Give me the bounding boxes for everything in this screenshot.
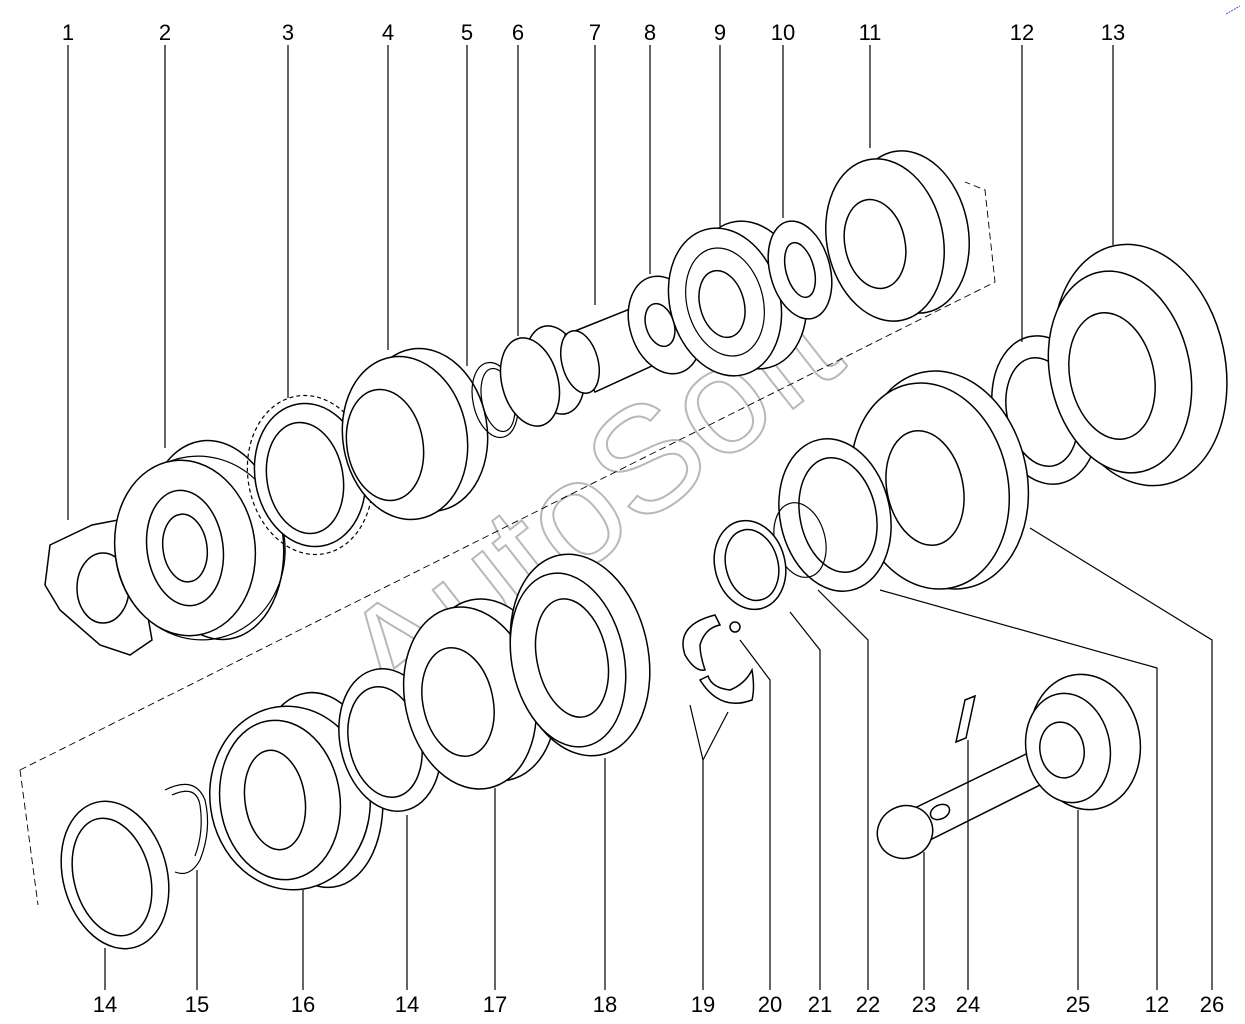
part-12-synchro-ring-center [778,438,892,592]
callout-17: 17 [483,992,507,1017]
callouts-top: 1 2 3 4 5 6 7 8 9 10 11 12 13 [62,20,1125,45]
part-25-reverse-gear [1024,673,1142,811]
callout-1: 1 [62,20,74,45]
part-24-roll-pin [954,694,977,744]
callout-23: 23 [912,992,936,1017]
callout-6: 6 [512,20,524,45]
callout-11: 11 [859,20,882,45]
part-16-synchro-sleeve [209,691,384,891]
callout-7: 7 [589,20,601,45]
part-14-synchro-ring-left [60,800,170,950]
callout-14: 14 [93,992,117,1017]
callout-5: 5 [461,20,473,45]
callout-12-bottom: 12 [1145,992,1169,1017]
callout-9: 9 [714,20,726,45]
callout-18: 18 [593,992,617,1017]
callout-3: 3 [282,20,294,45]
callout-25: 25 [1066,992,1090,1017]
callout-15: 15 [185,992,209,1017]
part-6-needle-bearing [499,325,586,427]
callout-2: 2 [159,20,171,45]
callout-4: 4 [382,20,394,45]
part-10-washer [767,220,833,320]
corner-mark [1225,5,1241,15]
callout-10: 10 [771,20,795,45]
assembly-boundary [19,181,996,906]
callout-22: 22 [856,992,880,1017]
callout-24: 24 [956,992,980,1017]
part-3-synchro-ring [246,394,374,556]
part-13-large-gear [1047,243,1228,487]
part-19-half-washers [682,614,755,704]
part-15-spring-clip [164,783,209,875]
callout-19: 19 [691,992,715,1017]
part-11-helical-gear [825,150,970,322]
part-18-large-gear [509,553,651,757]
part-21-thrust-washer [713,519,787,611]
part-20-ball [729,621,741,633]
callout-12: 12 [1010,20,1034,45]
callout-13: 13 [1101,20,1125,45]
callout-20: 20 [758,992,782,1017]
callout-8: 8 [644,20,656,45]
callouts-bottom: 14 15 16 14 17 18 19 20 21 22 23 24 25 1… [93,992,1224,1017]
callout-16: 16 [291,992,315,1017]
callout-21: 21 [808,992,832,1017]
leader-lines [67,45,1213,990]
part-4-gear [341,347,489,521]
callout-26: 26 [1200,992,1224,1017]
callout-14-center: 14 [395,992,419,1017]
